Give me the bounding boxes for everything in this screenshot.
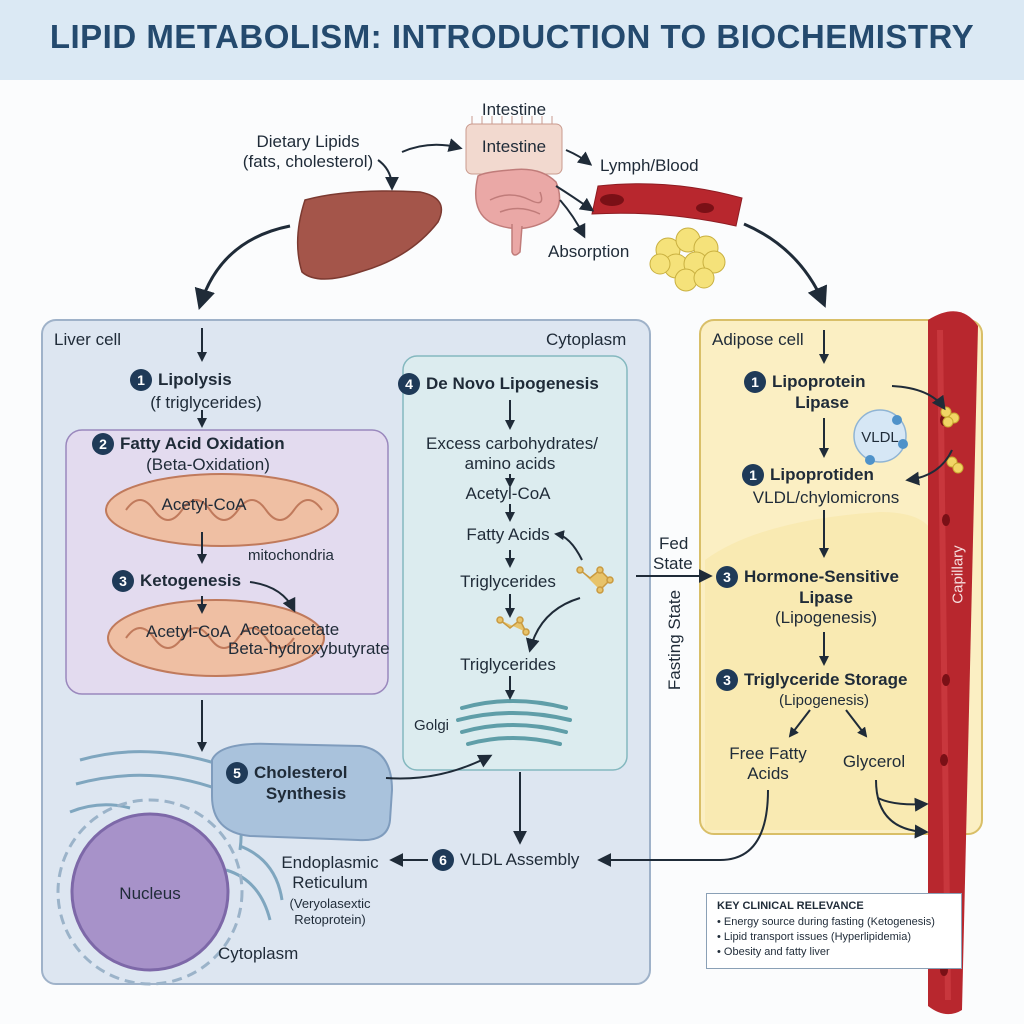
acetoacetate-label: Acetoacetate — [240, 620, 340, 639]
mitochondrion-upper — [105, 473, 339, 547]
er-label-1: Endoplasmic — [281, 853, 379, 872]
er-label-3: (Veryolasextic — [289, 896, 371, 911]
cholesterol-blob — [211, 742, 394, 842]
cytoplasm-top-label: Cytoplasm — [546, 330, 627, 349]
glycerol-label: Glycerol — [842, 752, 906, 771]
cytoplasm-bottom-label: Cytoplasm — [218, 944, 299, 963]
step-fatty-acid-oxidation: 2 Fatty Acid Oxidation — [92, 433, 285, 455]
fatty-acids-label: Fatty Acids — [466, 525, 550, 544]
hsl-label: Hormone-Sensitive — [744, 567, 899, 586]
dnl-label: De Novo Lipogenesis — [426, 374, 599, 393]
lymph-vessel — [591, 183, 743, 227]
step-de-novo-lipogenesis: 4 De Novo Lipogenesis — [398, 373, 599, 395]
capillary-label: Capillary — [949, 545, 967, 604]
page-title: LIPID METABOLISM: INTRODUCTION TO BIOCHE… — [49, 18, 975, 55]
step-cholesterol-synthesis: 5 Cholesterol — [226, 762, 348, 784]
dietary-lipids-sub: (fats, cholesterol) — [242, 152, 374, 171]
step-number: 1 — [744, 371, 766, 393]
ketogenesis-label: Ketogenesis — [140, 571, 242, 590]
step-number: 4 — [398, 373, 420, 395]
excess-carbs-label: Excess carbohydrates/ — [426, 434, 598, 453]
step-lipolysis: 1 Lipolysis — [130, 369, 232, 391]
lpl-label: Lipoprotein — [772, 372, 866, 391]
golgi-label: Golgi — [414, 717, 450, 734]
step-ketogenesis: 3 Ketogenesis — [112, 570, 241, 592]
step-number: 3 — [716, 566, 738, 588]
intestine-inner-label: Intestine — [481, 137, 547, 156]
lymph-blood-label: Lymph/Blood — [600, 156, 699, 175]
vldl-particle-label: VLDL — [861, 429, 899, 446]
fao-sub: (Beta-Oxidation) — [146, 455, 270, 474]
step-lipoprotein-lipase: 1 Lipoprotein — [744, 371, 865, 393]
fed-state-label-2: State — [653, 554, 693, 573]
mitochondrion-lower — [107, 599, 325, 677]
fao-label: Fatty Acid Oxidation — [120, 434, 285, 453]
step-number: 1 — [742, 464, 764, 486]
er-label-2: Reticulum — [292, 873, 368, 892]
title-banner — [0, 0, 1024, 80]
liver-organ — [296, 190, 443, 280]
clinical-relevance-box: KEY CLINICAL RELEVANCE • Energy source d… — [706, 893, 962, 969]
step-vldl-assembly: 6 VLDL Assembly — [432, 849, 579, 871]
cholesterol-label: Cholesterol — [254, 763, 348, 782]
synthesis-label: Synthesis — [265, 784, 347, 803]
hsl-label-2: Lipase — [799, 588, 853, 607]
fasting-state-label: Fasting State — [665, 589, 684, 691]
intestine-coils — [475, 168, 561, 230]
step-triglyceride-storage: 3 Triglyceride Storage — [716, 669, 907, 691]
tgs-label: Triglyceride Storage — [744, 670, 908, 689]
lipogenesis-box — [402, 355, 628, 771]
clinical-item: • Obesity and fatty liver — [717, 946, 830, 958]
step-number: 2 — [92, 433, 114, 455]
adipose-inner-fold — [705, 512, 935, 830]
liver-cell-label: Liver cell — [54, 330, 122, 349]
step-lipoprotiden: 1 Lipoprotiden — [742, 464, 874, 486]
intestine-top-label: Intestine — [481, 100, 547, 119]
lpl-label-2: Lipase — [795, 393, 849, 412]
triglycerides-1: Triglycerides — [460, 572, 556, 591]
adipose-cell-label: Adipose cell — [712, 330, 804, 349]
step-number: 3 — [112, 570, 134, 592]
vldl-assembly-label: VLDL Assembly — [460, 850, 580, 869]
absorption-label: Absorption — [548, 242, 630, 261]
free-fatty-acids-label-2: Acids — [747, 764, 789, 783]
dietary-lipids-label: Dietary Lipids — [256, 132, 360, 151]
acetyl-coa-3: Acetyl-CoA — [465, 484, 551, 503]
triglycerides-2: Triglycerides — [460, 655, 556, 674]
step-hormone-sensitive-lipase: 3 Hormone-Sensitive — [716, 566, 899, 588]
free-fatty-acids-label-1: Free Fatty — [729, 744, 807, 763]
er-label-4: Retoprotein) — [294, 912, 366, 927]
tgs-label-2: (Lipogenesis) — [778, 692, 870, 709]
clinical-heading: KEY CLINICAL RELEVANCE — [717, 900, 864, 912]
mitochondria-label: mitochondria — [248, 547, 334, 564]
step-number: 6 — [432, 849, 454, 871]
clinical-item: • Lipid transport issues (Hyperlipidemia… — [717, 931, 911, 943]
lipolysis-label: Lipolysis — [158, 370, 232, 389]
lipoprotiden-label: Lipoprotiden — [770, 465, 874, 484]
step-number: 3 — [716, 669, 738, 691]
clinical-item: • Energy source during fasting (Ketogene… — [717, 916, 935, 928]
hsl-label-3: (Lipogenesis) — [774, 608, 878, 627]
fat-droplet-cluster — [649, 227, 726, 292]
nucleus-label: Nucleus — [119, 884, 181, 903]
nucleus — [70, 812, 230, 972]
step-number: 5 — [226, 762, 248, 784]
golgi-apparatus — [456, 699, 572, 746]
amino-acids-label: amino acids — [464, 454, 556, 473]
fed-state-label-1: Fed — [659, 534, 689, 553]
acetyl-coa-1: Acetyl-CoA — [161, 495, 247, 514]
acetyl-coa-2: Acetyl-CoA — [146, 622, 232, 641]
lipolysis-sub: (f triglycerides) — [150, 393, 262, 412]
beta-hydroxybutyrate-label: Beta-hydroxybutyrate — [228, 639, 390, 658]
vldl-chylomicrons-label: VLDL/chylomicrons — [752, 488, 900, 507]
step-number: 1 — [130, 369, 152, 391]
